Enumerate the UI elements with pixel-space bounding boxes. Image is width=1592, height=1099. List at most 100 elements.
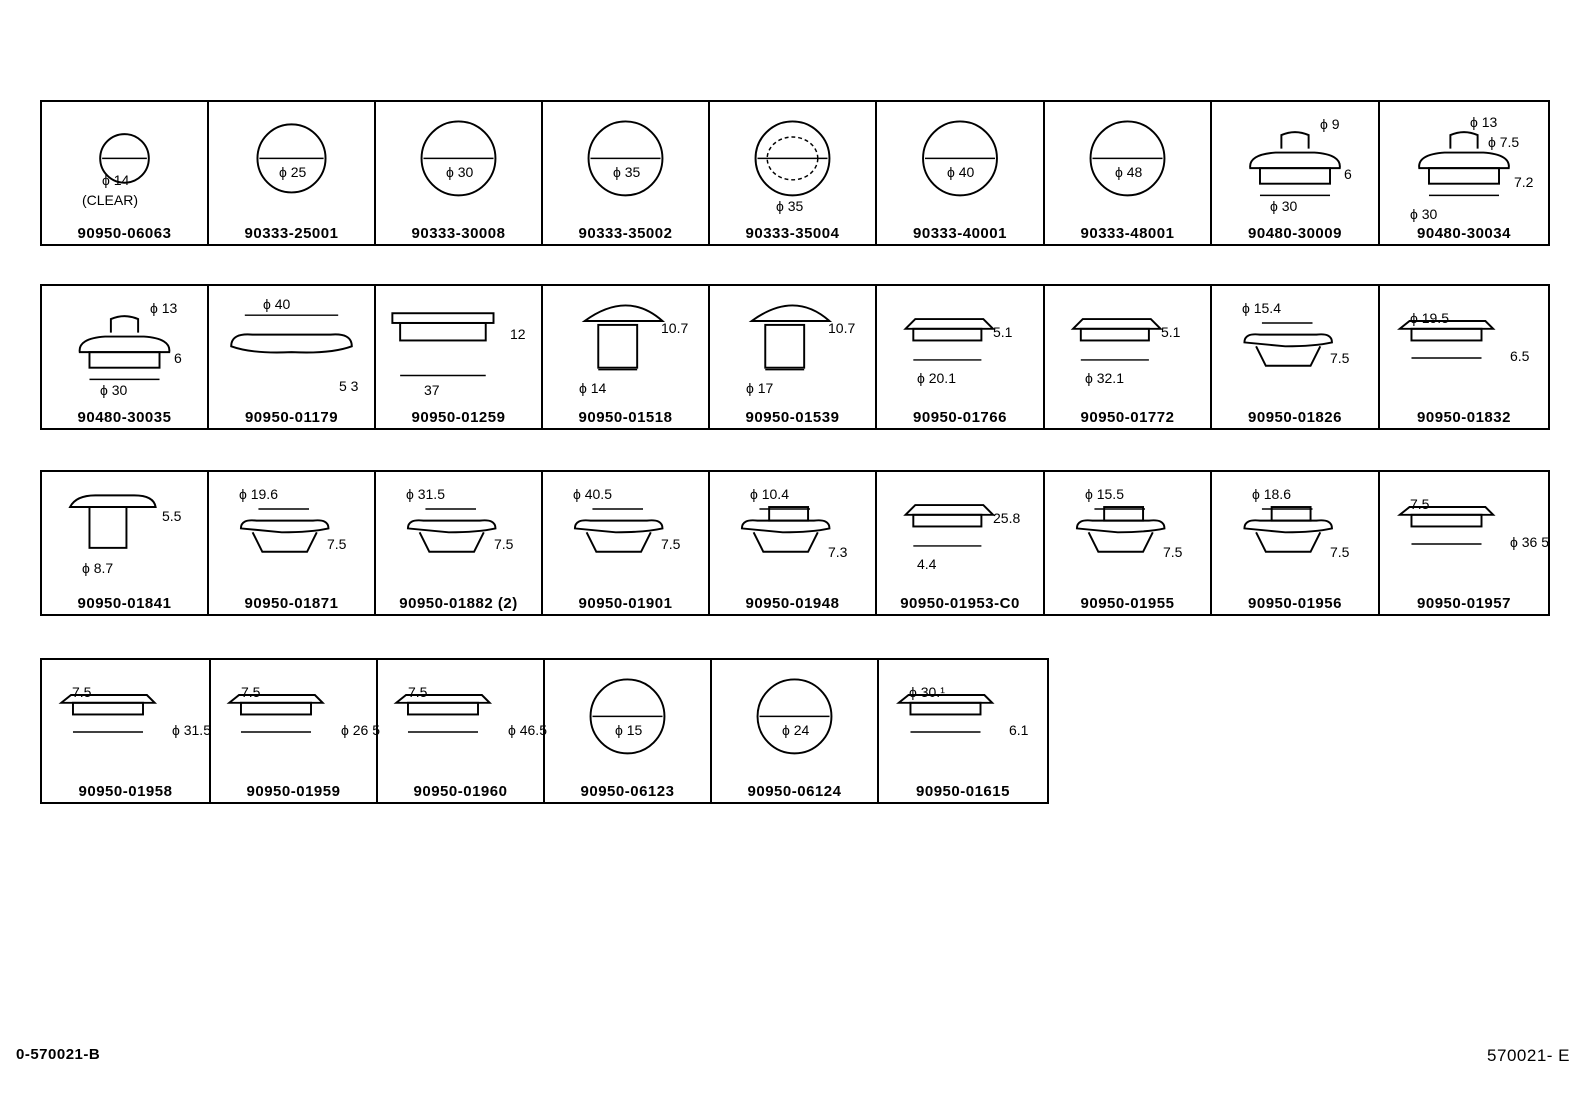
grommet-body [88,351,161,369]
plug-body [1410,513,1483,528]
part-number: 90333-40001 [913,225,1007,242]
part-drawing [1397,320,1496,359]
plug-flange [573,519,664,534]
plug-body [1410,327,1483,342]
plug-outline [922,120,998,197]
part-drawing [406,508,497,553]
part-number: 90333-30008 [411,225,506,242]
plug-body [909,701,982,716]
dimension-label: ϕ 30 [1410,206,1438,222]
part-number: 90950-01953-C0 [900,595,1020,612]
part-number: 90950-01826 [1248,409,1342,426]
part-number: 90950-06124 [747,783,842,800]
part-drawing [748,304,833,371]
part-number: 90950-01957 [1417,595,1511,612]
dimension-label: ϕ 14 [579,380,607,396]
plug-body [585,531,652,553]
plug-outline [1089,120,1166,197]
part-number: 90333-35004 [745,225,840,242]
dimension-label: 6 [1344,166,1352,182]
part-number: 90950-01539 [745,409,840,426]
plug-cap [903,318,996,330]
part-number: 90333-48001 [1080,225,1175,242]
dimension-label: 37 [424,382,440,398]
dimension-label: ϕ 35 [776,198,804,214]
plug-outline [99,133,150,184]
plug-body [1079,327,1150,342]
part-drawing [903,318,996,361]
part-number: 90950-01960 [413,783,508,800]
plug-flange [1243,333,1333,348]
part-drawing [756,678,833,755]
dimension-label: 7.5 [661,536,681,552]
part-number: 90480-30035 [77,409,172,426]
part-drawing [420,120,497,197]
dimension-label: ϕ 40.5 [573,486,612,502]
dimension-label: 7.5 [494,536,514,552]
part-number: 90950-01958 [78,783,173,800]
dimension-label: ϕ 13 [1470,114,1498,130]
dimension-label: ϕ 40 [263,296,291,312]
part-number: 90950-01772 [1080,409,1175,426]
dimension-label: ϕ 18.6 [1252,486,1291,502]
part-drawing [99,133,150,184]
grommet-flange [78,335,171,354]
part-drawing [581,304,666,371]
dimension-label: 5.5 [162,508,182,524]
plug-body [1087,531,1154,553]
part-cell: ϕ 35 90333-35004 [710,102,877,244]
dimension-label: ϕ 32.1 [1085,370,1124,386]
dimension-label: ϕ 46.5 [508,722,547,738]
plug-dome [581,304,666,322]
dimension-label: ϕ 24 [782,722,810,738]
plug-body [764,323,806,369]
plug-flange [1243,519,1333,534]
plug-dome [748,304,833,322]
dimension-label: ϕ 9 [1320,116,1340,132]
dimension-label: 25.8 [993,510,1021,526]
part-cell: ϕ 24 90950-06124 [712,660,879,802]
part-drawing [587,120,664,197]
dimension-label: 10.7 [661,320,689,336]
part-drawing [1249,131,1341,197]
footer-code-left: 0-570021-B [16,1046,101,1063]
dimension-label: 7.3 [828,544,848,560]
dimension-label: (CLEAR) [82,192,139,208]
part-number: 90950-01882 (2) [399,595,518,612]
part-number: 90950-01615 [916,783,1010,800]
dimension-label: ϕ 17 [746,380,774,396]
dimension-label: ϕ 30 [1270,198,1298,214]
part-number: 90950-01959 [246,783,341,800]
dimension-label: ϕ 7.5 [1488,134,1520,150]
part-drawing [226,694,326,733]
plug-body [1255,531,1322,553]
part-number: 90480-30009 [1248,225,1342,242]
plug-body [912,513,983,528]
part-drawing [1397,506,1496,545]
plug-top [391,312,495,324]
part-drawing [1243,506,1333,553]
part-drawing [78,315,171,381]
part-number: 90480-30034 [1417,225,1511,242]
dimension-label: ϕ 48 [1115,164,1143,180]
dimension-label: ϕ 13 [150,300,178,316]
part-drawing [573,508,664,553]
part-number: 90950-01832 [1417,409,1511,426]
dimension-label: ϕ 15.5 [1085,486,1124,502]
plug-body [407,701,479,716]
dimension-label: ϕ 36 5 [1510,534,1549,550]
part-drawing [1075,506,1166,553]
part-drawing [903,504,996,547]
